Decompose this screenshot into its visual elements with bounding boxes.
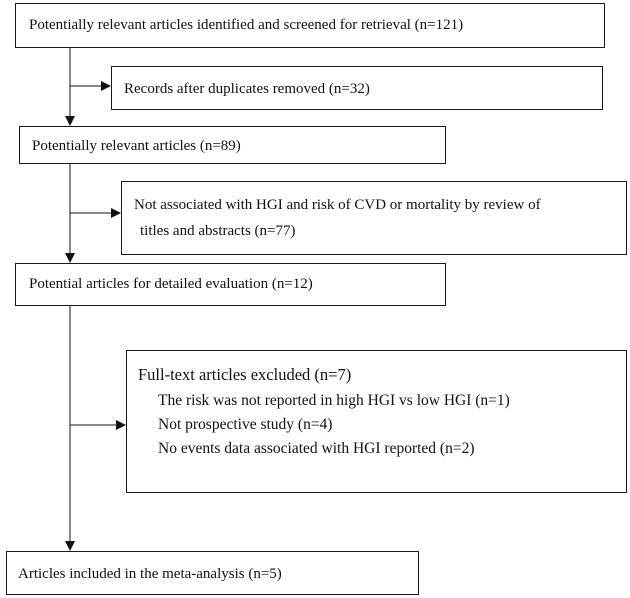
detailed-evaluation-box: Potential articles for detailed evaluati… <box>15 263 446 306</box>
identified-box: Potentially relevant articles identified… <box>15 3 605 48</box>
identified-label: Potentially relevant articles identified… <box>29 17 464 33</box>
review-exclusion-line1: Not associated with HGI and risk of CVD … <box>134 197 541 213</box>
duplicates-box: Records after duplicates removed (n=32) <box>111 66 603 110</box>
exclusion-reason: No events data associated with HGI repor… <box>158 440 475 457</box>
fulltext-exclusion-box: Full-text articles excluded (n=7) The ri… <box>126 350 627 493</box>
detailed-evaluation-label: Potential articles for detailed evaluati… <box>29 276 313 292</box>
included-label: Articles included in the meta-analysis (… <box>18 566 282 582</box>
relevant-box: Potentially relevant articles (n=89) <box>19 126 446 164</box>
relevant-label: Potentially relevant articles (n=89) <box>32 138 241 154</box>
fulltext-exclusion-title: Full-text articles excluded (n=7) <box>138 365 352 384</box>
exclusion-reason: The risk was not reported in high HGI vs… <box>158 392 510 409</box>
exclusion-reasons-list: The risk was not reported in high HGI vs… <box>158 389 510 461</box>
exclusion-reason: Not prospective study (n=4) <box>158 416 333 433</box>
review-exclusion-line2: titles and abstracts (n=77) <box>140 223 296 239</box>
review-exclusion-box: Not associated with HGI and risk of CVD … <box>121 181 627 255</box>
included-box: Articles included in the meta-analysis (… <box>6 551 419 595</box>
duplicates-label: Records after duplicates removed (n=32) <box>124 81 370 97</box>
